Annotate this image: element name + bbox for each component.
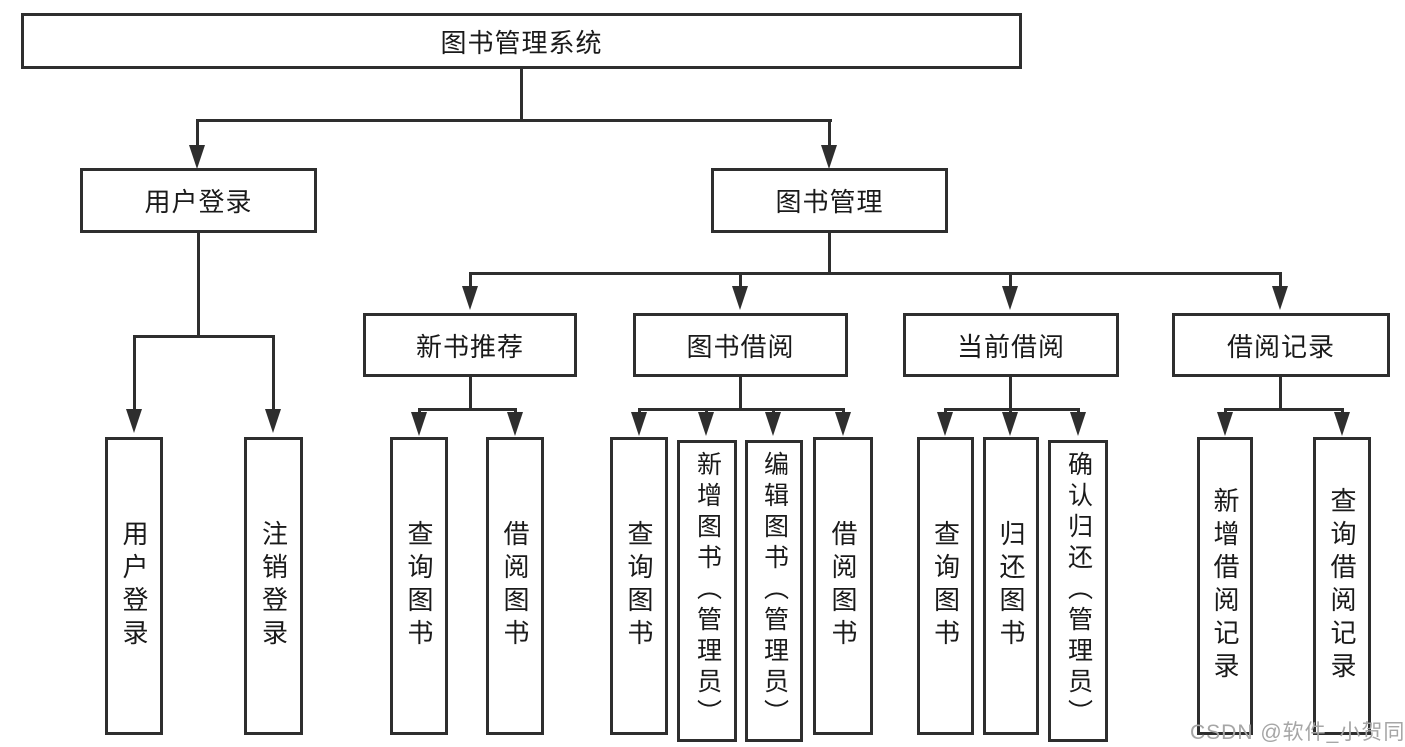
arrowhead-cb-confirm: [1070, 412, 1086, 436]
leaf-bb-add-book-admin: 新增图书（管理员）: [677, 440, 737, 742]
connector-book-borrow-rail: [638, 408, 845, 411]
arrowhead-nb-query: [411, 412, 427, 436]
node-borrow-records: 借阅记录: [1172, 313, 1390, 377]
arrowhead-leaf-logout: [265, 409, 281, 433]
node-book-borrow-label: 图书借阅: [686, 331, 795, 362]
connector-drop-current-borrow: [1009, 272, 1012, 288]
connector-drop-book-borrow: [739, 272, 742, 288]
leaf-cb-query-book-label: 查询图书: [930, 520, 961, 652]
leaf-bb-borrow-book-label: 借阅图书: [828, 520, 858, 652]
node-borrow-records-label: 借阅记录: [1226, 331, 1335, 362]
connector-book-borrow-stem: [739, 377, 742, 411]
connector-current-borrow-stem: [1009, 377, 1012, 411]
arrowhead-bb-add: [698, 412, 714, 436]
connector-new-book-rec-stem: [469, 377, 472, 411]
arrowhead-cb-query: [937, 412, 953, 436]
node-new-book-rec: 新书推荐: [363, 313, 577, 377]
leaf-br-query-record-label: 查询借阅记录: [1327, 487, 1357, 685]
node-user-login-label: 用户登录: [144, 187, 253, 217]
leaf-bb-edit-book-admin-label: 编辑图书（管理员）: [760, 451, 789, 730]
leaf-bb-query-book: 查询图书: [610, 437, 668, 735]
node-current-borrow-label: 当前借阅: [956, 331, 1065, 362]
node-current-borrow: 当前借阅: [903, 313, 1119, 377]
node-book-mgmt: 图书管理: [711, 168, 948, 233]
leaf-nb-query-book-label: 查询图书: [404, 520, 434, 652]
arrowhead-br-query: [1334, 412, 1350, 436]
leaf-cb-confirm-return-admin: 确认归还（管理员）: [1048, 440, 1108, 742]
leaf-nb-query-book: 查询图书: [390, 437, 448, 735]
arrowhead-book-mgmt: [821, 145, 837, 169]
leaf-cb-return-book: 归还图书: [983, 437, 1039, 735]
connector-user-login-rail: [133, 335, 274, 338]
node-book-borrow: 图书借阅: [633, 313, 848, 377]
leaf-bb-query-book-label: 查询图书: [624, 520, 654, 652]
node-root-label: 图书管理系统: [440, 27, 603, 58]
arrowhead-bb-query: [631, 412, 647, 436]
arrowhead-current-borrow: [1002, 286, 1018, 310]
leaf-user-login-label: 用户登录: [119, 520, 149, 652]
leaf-cb-return-book-label: 归还图书: [996, 520, 1026, 652]
leaf-bb-edit-book-admin: 编辑图书（管理员）: [745, 440, 803, 742]
connector-root-rail: [196, 119, 832, 122]
leaf-user-login: 用户登录: [105, 437, 163, 735]
arrowhead-book-borrow: [732, 286, 748, 310]
connector-new-book-rec-rail: [418, 408, 517, 411]
connector-book-mgmt-rail: [469, 272, 1282, 275]
leaf-br-query-record: 查询借阅记录: [1313, 437, 1371, 735]
connector-book-mgmt-stem: [828, 233, 831, 275]
leaf-logout: 注销登录: [244, 437, 303, 735]
connector-drop-user-login: [196, 119, 199, 146]
leaf-cb-confirm-return-admin-label: 确认归还（管理员）: [1064, 451, 1093, 730]
connector-drop-book-mgmt: [828, 119, 831, 146]
node-user-login: 用户登录: [80, 168, 317, 233]
node-book-mgmt-label: 图书管理: [775, 187, 884, 217]
connector-current-borrow-rail: [944, 408, 1080, 411]
node-new-book-rec-label: 新书推荐: [415, 331, 524, 362]
leaf-br-add-record: 新增借阅记录: [1197, 437, 1253, 735]
connector-borrow-records-stem: [1279, 377, 1282, 411]
arrowhead-bb-edit: [765, 412, 781, 436]
arrowhead-bb-borrow: [835, 412, 851, 436]
connector-drop-new-book-rec: [469, 272, 472, 288]
arrowhead-br-add: [1217, 412, 1233, 436]
arrowhead-new-book-rec: [462, 286, 478, 310]
connector-user-login-stem: [197, 233, 200, 338]
node-root: 图书管理系统: [21, 13, 1022, 69]
connector-drop-leaf-user-login: [133, 335, 136, 411]
connector-root-stem: [520, 69, 523, 121]
leaf-cb-query-book: 查询图书: [917, 437, 974, 735]
leaf-br-add-record-label: 新增借阅记录: [1210, 487, 1240, 685]
connector-borrow-records-rail: [1224, 408, 1344, 411]
arrowhead-cb-return: [1002, 412, 1018, 436]
leaf-bb-borrow-book: 借阅图书: [813, 437, 873, 735]
leaf-nb-borrow-book-label: 借阅图书: [500, 520, 530, 652]
arrowhead-borrow-records: [1272, 286, 1288, 310]
arrowhead-user-login: [189, 145, 205, 169]
arrowhead-nb-borrow: [507, 412, 523, 436]
csdn-watermark: CSDN @软件_小贺同学: [1190, 721, 1405, 744]
leaf-logout-label: 注销登录: [258, 520, 289, 652]
arrowhead-leaf-user-login: [126, 409, 142, 433]
connector-drop-borrow-records: [1279, 272, 1282, 288]
leaf-bb-add-book-admin-label: 新增图书（管理员）: [693, 451, 722, 730]
leaf-nb-borrow-book: 借阅图书: [486, 437, 544, 735]
connector-drop-leaf-logout: [272, 335, 275, 411]
